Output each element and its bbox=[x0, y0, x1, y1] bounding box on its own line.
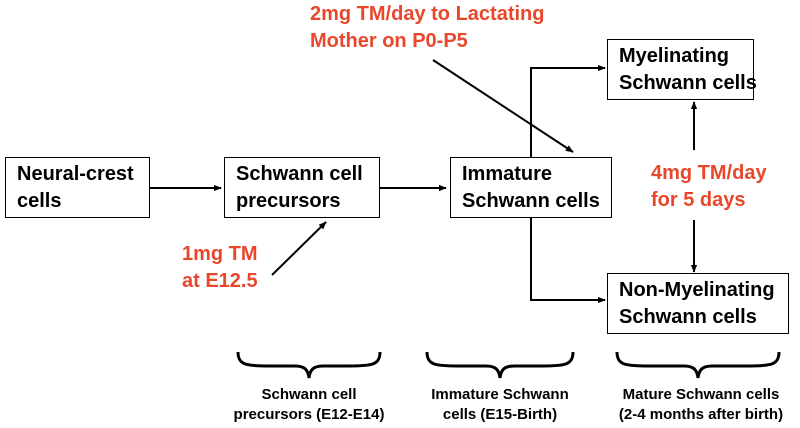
arrow-embryonic-treatment bbox=[271, 221, 327, 276]
stage-label-immature: Immature Schwann cells (E15-Birth) bbox=[420, 385, 580, 425]
brace-precursor-stage bbox=[236, 351, 382, 379]
node-immature-line-2: Schwann cells bbox=[462, 189, 600, 212]
node-non-myelinating-line-2: Schwann cells bbox=[619, 305, 757, 328]
node-myelinating-line-1: Myelinating bbox=[619, 44, 730, 67]
treatment-lactating-line-2: Mother on P0-P5 bbox=[310, 30, 468, 52]
node-precursors-line-1: Schwann cell bbox=[236, 162, 363, 185]
stage-mature-line-2: (2-4 months after birth) bbox=[618, 406, 784, 423]
arrow-lactating-treatment bbox=[432, 59, 574, 153]
brace-immature-stage bbox=[425, 351, 575, 379]
treatment-lactating-line-1: 2mg TM/day to Lactating bbox=[310, 3, 545, 25]
treatment-embryonic: 1mg TM at E12.5 bbox=[182, 241, 258, 295]
stage-mature-line-1: Mature Schwann cells bbox=[622, 386, 780, 403]
treatment-embryonic-line-2: at E12.5 bbox=[182, 270, 258, 292]
node-myelinating-line-2: Schwann cells bbox=[619, 71, 757, 94]
node-non-myelinating-schwann-cells: Non-Myelinating Schwann cells bbox=[607, 273, 789, 334]
stage-label-mature: Mature Schwann cells (2-4 months after b… bbox=[604, 385, 798, 425]
treatment-adult-line-2: for 5 days bbox=[651, 189, 746, 211]
node-non-myelinating-line-1: Non-Myelinating bbox=[619, 278, 775, 301]
node-immature-schwann-cells: Immature Schwann cells bbox=[450, 157, 612, 218]
stage-precursors-line-2: precursors (E12-E14) bbox=[233, 406, 385, 423]
stage-immature-line-2: cells (E15-Birth) bbox=[442, 406, 558, 423]
stage-label-precursors: Schwann cell precursors (E12-E14) bbox=[219, 385, 399, 425]
node-schwann-cell-precursors: Schwann cell precursors bbox=[224, 157, 380, 218]
node-precursors-line-2: precursors bbox=[236, 189, 341, 212]
arrow-immature-to-myelinating bbox=[530, 64, 606, 159]
treatment-embryonic-line-1: 1mg TM bbox=[182, 243, 258, 265]
node-myelinating-schwann-cells: Myelinating Schwann cells bbox=[607, 39, 757, 100]
node-immature-line-1: Immature bbox=[462, 162, 553, 185]
stage-immature-line-1: Immature Schwann bbox=[431, 386, 569, 403]
stage-precursors-line-1: Schwann cell bbox=[261, 386, 357, 403]
arrow-immature-to-non-myelinating bbox=[530, 218, 606, 304]
brace-mature-stage bbox=[615, 351, 781, 379]
node-neural-crest-line-1: Neural-crest bbox=[17, 162, 134, 185]
treatment-adult-line-1: 4mg TM/day bbox=[651, 162, 767, 184]
treatment-adult: 4mg TM/day for 5 days bbox=[651, 160, 767, 214]
treatment-lactating-mother: 2mg TM/day to Lactating Mother on P0-P5 bbox=[310, 1, 544, 55]
node-neural-crest-line-2: cells bbox=[17, 189, 62, 212]
node-neural-crest-cells: Neural-crest cells bbox=[5, 157, 150, 218]
